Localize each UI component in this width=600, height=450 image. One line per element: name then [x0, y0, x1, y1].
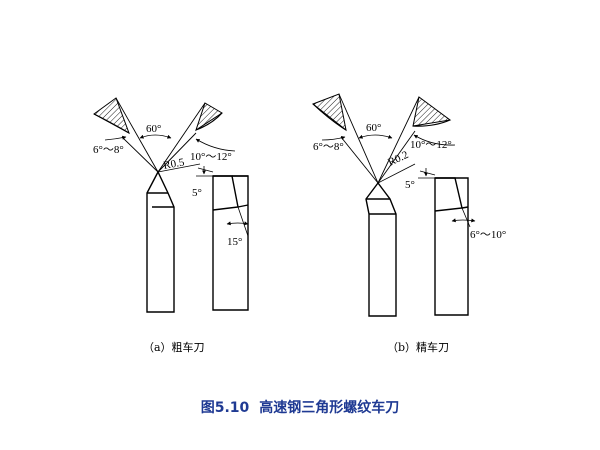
hatch-fan-left-a — [93, 97, 130, 135]
angle-right-label-b: 10°～12° — [410, 139, 452, 151]
angle-profile-label-a: 60° — [146, 123, 161, 135]
edge-lines-a — [115, 97, 206, 173]
angle-top-side-label-a: 5° — [192, 187, 202, 199]
angle-arcs-b — [321, 134, 456, 184]
tool-body-front-b — [365, 181, 397, 317]
angle-profile-label-b: 60° — [366, 122, 381, 134]
angle-left-label-b: 6°～8° — [313, 141, 344, 153]
hatch-fan-right-b — [412, 96, 452, 127]
tool-body-side-a — [212, 175, 249, 311]
figure-number: 图5.10 — [201, 400, 250, 416]
edge-lines-b — [338, 93, 420, 184]
side-angle-marks-a — [196, 166, 249, 237]
tool-a: 6°～8° 60° 10°～12° R0.5 5° 15° （a）粗车刀 — [93, 97, 249, 354]
angle-side-clearance-label-b: 6°～10° — [470, 229, 506, 241]
tool-body-front-a — [146, 170, 175, 313]
side-angle-marks-b — [418, 168, 476, 228]
caption-b: （b）精车刀 — [387, 340, 449, 354]
nose-radius-label-a: R0.5 — [162, 156, 185, 172]
nose-radius-label-b: R0.2 — [386, 149, 410, 169]
caption-a: （a）粗车刀 — [143, 340, 205, 354]
angle-arcs-a — [104, 134, 236, 173]
hatch-fan-right-a — [195, 102, 223, 132]
figure-title: 图5.10 高速钢三角形螺纹车刀 — [201, 399, 400, 416]
angle-top-side-label-b: 5° — [405, 179, 415, 191]
tool-b: 6°～8° 60° 10°～12° R0.2 5° 6°～10° （b）精车刀 — [312, 93, 506, 354]
figure-title-text: 高速钢三角形螺纹车刀 — [259, 399, 399, 416]
hatch-fan-left-b — [312, 93, 347, 132]
tool-body-side-b — [434, 177, 469, 316]
angle-side-clearance-label-a: 15° — [227, 236, 242, 248]
angle-right-label-a: 10°～12° — [190, 151, 232, 163]
angle-left-label-a: 6°～8° — [93, 144, 124, 156]
